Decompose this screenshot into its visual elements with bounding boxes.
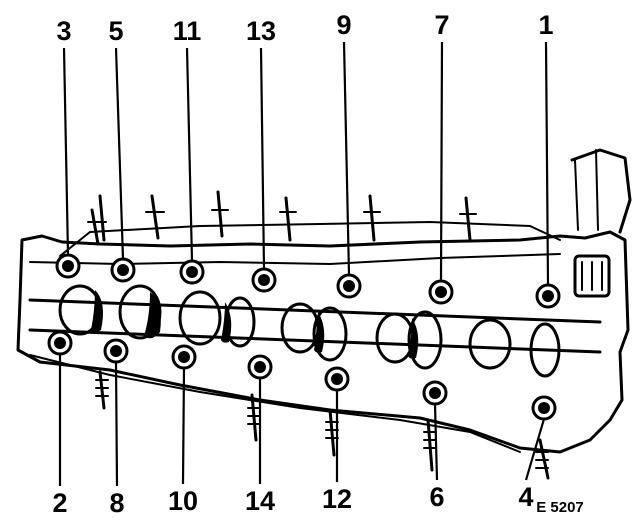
bolt-7-head	[435, 286, 447, 298]
leader-line-4	[524, 418, 546, 481]
bolt-label-6: 6	[429, 482, 444, 512]
leader-line-7	[439, 41, 444, 282]
bolt-5-head	[117, 264, 129, 276]
leader-line-10	[181, 367, 186, 485]
bolt-11-head	[186, 266, 198, 278]
leader-line-8	[114, 361, 119, 487]
bolt-3-head	[62, 260, 74, 272]
bolt-label-8: 8	[109, 488, 124, 518]
cylinder-head-illustration	[16, 148, 632, 480]
bolt-12-head	[331, 373, 343, 385]
bolt-label-2: 2	[52, 488, 67, 518]
bolt-label-12: 12	[322, 484, 352, 514]
leader-line-13	[259, 47, 266, 270]
leader-lines	[58, 41, 550, 487]
bolt-6-head	[429, 387, 441, 399]
bolt-14-head	[254, 361, 266, 373]
leader-line-5	[114, 47, 125, 260]
leader-line-11	[185, 47, 194, 262]
figure-code: E 5207	[536, 499, 584, 516]
bolt-markers	[47, 253, 561, 421]
bolt-label-13: 13	[246, 16, 276, 46]
bolt-10-head	[178, 351, 190, 363]
bolt-2-head	[54, 337, 66, 349]
bolt-label-5: 5	[108, 16, 123, 46]
bolt-label-1: 1	[538, 10, 553, 40]
bolt-9-head	[343, 280, 355, 292]
leader-line-1	[544, 41, 550, 286]
bolt-label-9: 9	[336, 10, 351, 40]
bolt-label-11: 11	[173, 16, 202, 46]
leader-line-3	[62, 47, 70, 256]
bolt-13-head	[258, 274, 270, 286]
bolt-label-14: 14	[245, 486, 275, 516]
bolt-8-head	[110, 345, 122, 357]
bolt-label-4: 4	[518, 482, 533, 512]
bolt-1-head	[542, 290, 554, 302]
leader-line-6	[433, 403, 439, 481]
bolt-label-7: 7	[434, 10, 449, 40]
bolt-4-head	[538, 402, 550, 414]
bolt-label-10: 10	[168, 486, 198, 516]
bolt-label-3: 3	[56, 16, 71, 46]
leader-line-9	[342, 41, 351, 276]
